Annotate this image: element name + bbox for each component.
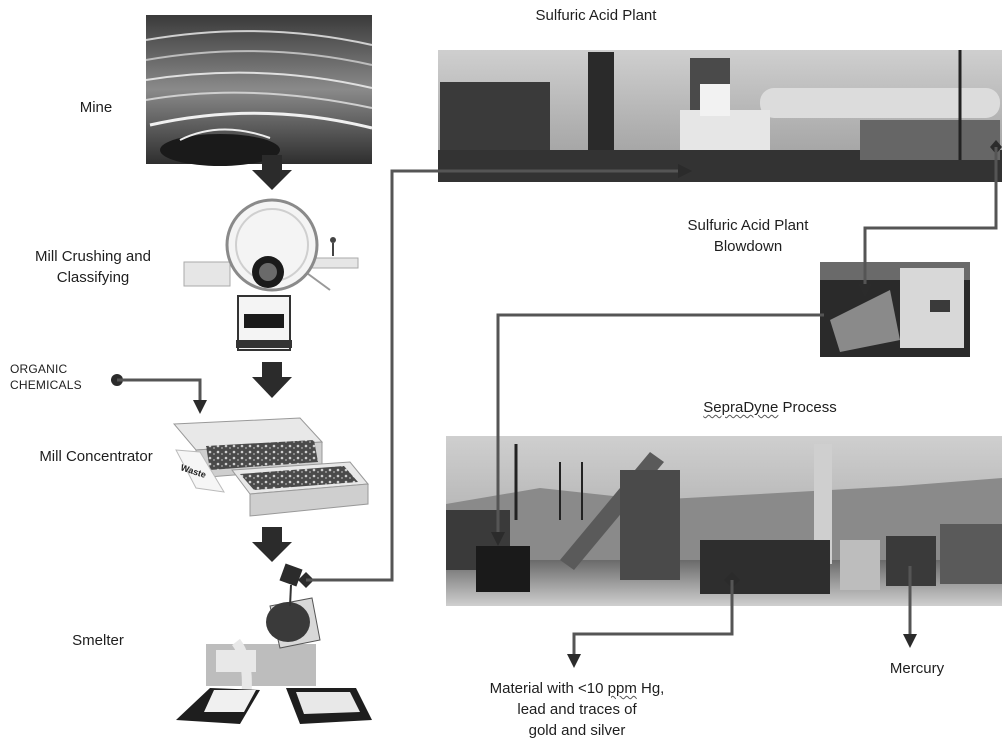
smelter-label: Smelter (72, 632, 124, 649)
connector-acid-plant-to-blowdown (858, 140, 1002, 298)
connector-blowdown-to-sepradyne (491, 313, 824, 546)
organic-chemicals-connector (111, 374, 207, 414)
mine-photo (145, 15, 373, 166)
connector-sepradyne-to-material (567, 572, 740, 668)
connector-smelter-to-acid-plant (298, 164, 692, 588)
flow-arrow-1 (252, 155, 292, 190)
material-ppm: ppm (607, 680, 637, 697)
mill-crushing-illustration (183, 198, 359, 351)
material-line1-end: Hg, (636, 680, 665, 697)
material-line3: gold and silver (528, 722, 626, 739)
mill-crushing-label: Mill Crushing and Classifying (35, 248, 151, 286)
sulfuric-acid-blowdown-label: Sulfuric Acid Plant Blowdown (687, 217, 809, 255)
sepradyne-name: SepraDyne (703, 399, 779, 416)
mine-label: Mine (79, 99, 113, 116)
material-line2: lead and traces of (517, 701, 637, 718)
mill-concentrator-label: Mill Concentrator (39, 448, 153, 465)
material-line1: Material with <10 (489, 680, 608, 697)
sepradyne-process-label: SepraDyne Process (660, 397, 880, 418)
connector-sepradyne-to-mercury (903, 566, 917, 648)
smelter-illustration (176, 563, 372, 724)
sepradyne-photo (446, 436, 1002, 606)
sulfuric-acid-plant-photo (438, 50, 1002, 182)
mill-concentrator-illustration: Waste (172, 417, 369, 517)
sulfuric-acid-plant-label: Sulfuric Acid Plant (535, 7, 657, 24)
sepradyne-suffix: Process (778, 399, 837, 416)
flow-arrow-2 (252, 362, 292, 398)
blowdown-photo (820, 262, 970, 357)
flow-arrow-3 (252, 527, 292, 562)
organic-chemicals-label: ORGANIC CHEMICALS (10, 362, 82, 392)
mercury-label: Mercury (889, 660, 945, 677)
material-output-label: Material with <10 ppm Hg, lead and trace… (462, 678, 692, 741)
